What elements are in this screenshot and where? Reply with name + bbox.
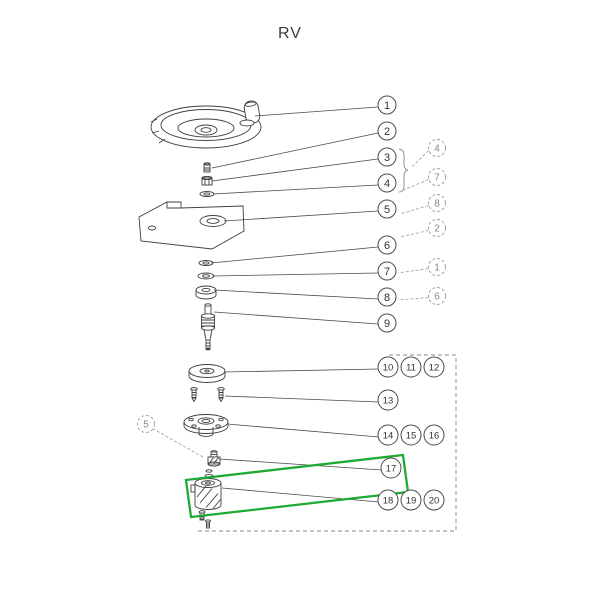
callout-14[interactable]: 14: [377, 424, 399, 446]
handwheel: [150, 100, 262, 149]
ref-callout-8[interactable]: 8: [428, 194, 446, 212]
callout-7[interactable]: 7: [377, 261, 397, 281]
base-screw-b: [205, 519, 211, 529]
ref-callout-4-label: 4: [434, 144, 440, 155]
group-brace: [398, 148, 409, 193]
callout-12[interactable]: 12: [423, 356, 445, 378]
callout-1[interactable]: 1: [377, 95, 397, 115]
flange-screw-right: [217, 387, 225, 403]
ref-callout-1-label: 1: [434, 263, 440, 274]
callout-17-label: 17: [386, 464, 397, 475]
ref-callout-2-label: 2: [434, 224, 440, 235]
callout-15-label: 15: [406, 431, 417, 442]
ref-callout-1[interactable]: 1: [428, 258, 446, 276]
callout-20[interactable]: 20: [423, 489, 445, 511]
washer-mid-b: [197, 272, 215, 280]
callout-10-label: 10: [383, 363, 394, 374]
pump-body: [190, 478, 222, 510]
callout-7-label: 7: [384, 266, 390, 278]
callout-17[interactable]: 17: [380, 457, 402, 479]
output-flange: [188, 364, 226, 383]
ref-callout-5[interactable]: 5: [137, 415, 155, 433]
callout-16[interactable]: 16: [423, 424, 445, 446]
callout-19[interactable]: 19: [400, 489, 422, 511]
washer-mid-a: [198, 260, 214, 266]
callout-6-label: 6: [384, 240, 390, 252]
callout-15[interactable]: 15: [400, 424, 422, 446]
callout-14-label: 14: [383, 431, 394, 442]
subassembly-boundary: [196, 354, 457, 532]
leader-lines: [210, 106, 383, 503]
ref-callout-7-label: 7: [434, 173, 440, 184]
callout-4[interactable]: 4: [377, 173, 397, 193]
callout-19-label: 19: [406, 496, 417, 507]
callout-8[interactable]: 8: [377, 287, 397, 307]
reference-leader-lines: [152, 150, 429, 458]
exploded-assembly: [138, 100, 262, 529]
callout-3[interactable]: 3: [377, 147, 397, 167]
bracket-plate: [138, 201, 245, 250]
collar-washer: [195, 285, 217, 300]
callout-11[interactable]: 11: [400, 356, 422, 378]
set-bolt: [203, 162, 211, 173]
page-title: RV: [278, 25, 302, 42]
callout-1-label: 1: [384, 100, 390, 112]
ref-callout-6-label: 6: [434, 292, 440, 303]
callout-2[interactable]: 2: [377, 121, 397, 141]
ref-callout-5-label: 5: [143, 420, 149, 431]
callout-3-label: 3: [384, 152, 390, 164]
callout-12-label: 12: [429, 363, 440, 374]
ref-callout-4[interactable]: 4: [428, 139, 446, 157]
callout-11-label: 11: [406, 363, 416, 374]
ref-callout-7[interactable]: 7: [428, 168, 446, 186]
ref-callout-6[interactable]: 6: [428, 287, 446, 305]
callout-13-label: 13: [383, 396, 394, 407]
callout-9-label: 9: [384, 318, 390, 330]
mounting-flange: [183, 414, 229, 437]
valve-shaft: [201, 303, 215, 351]
callout-9[interactable]: 9: [377, 313, 397, 333]
washer-top: [199, 191, 215, 197]
callout-13[interactable]: 13: [377, 389, 399, 411]
callout-5-label: 5: [384, 204, 390, 216]
callout-8-label: 8: [384, 292, 390, 304]
callout-6[interactable]: 6: [377, 235, 397, 255]
callout-18-label: 18: [383, 496, 394, 507]
hex-nut: [201, 176, 213, 186]
callout-18[interactable]: 18: [377, 489, 399, 511]
callout-20-label: 20: [429, 496, 440, 507]
callout-16-label: 16: [429, 431, 440, 442]
flange-screw-left: [190, 387, 198, 403]
callout-5[interactable]: 5: [377, 199, 397, 219]
ref-callout-8-label: 8: [434, 199, 440, 210]
callout-4-label: 4: [384, 178, 390, 190]
callout-10[interactable]: 10: [377, 356, 399, 378]
callout-2-label: 2: [384, 126, 390, 138]
ref-callout-2[interactable]: 2: [428, 219, 446, 237]
elbow-fitting: [207, 450, 221, 467]
